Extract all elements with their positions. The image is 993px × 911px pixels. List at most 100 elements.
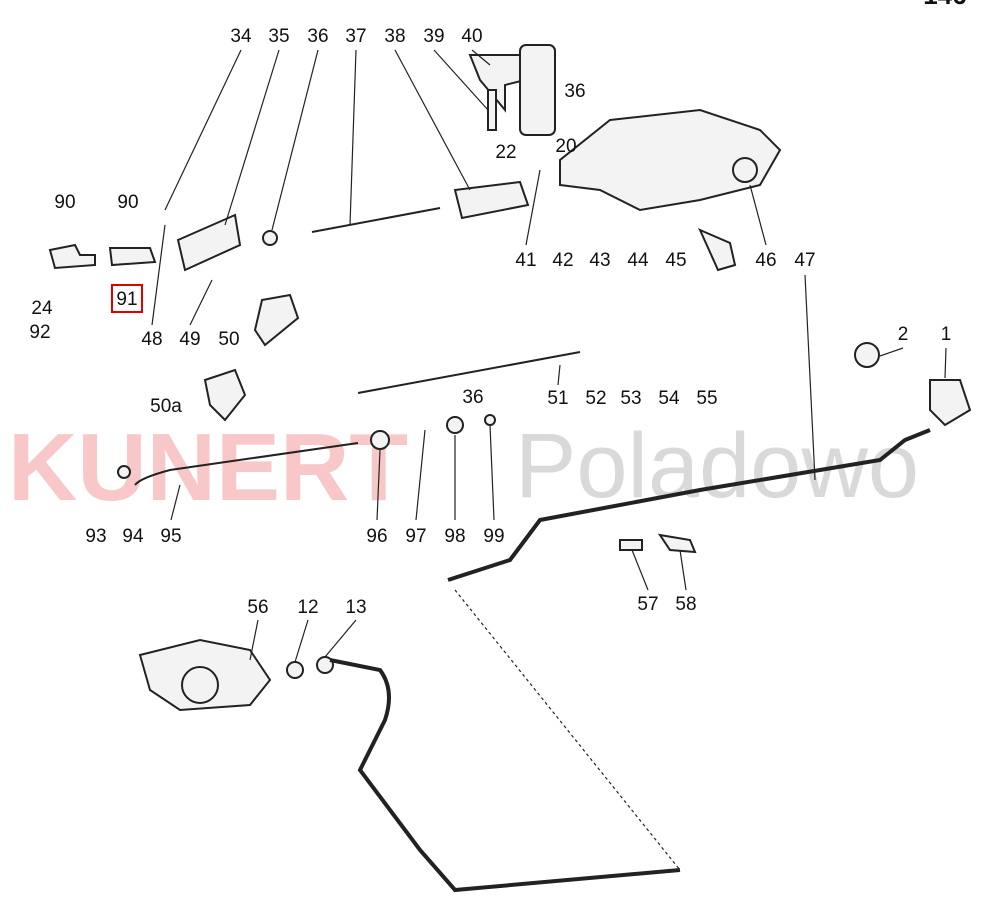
callout-label: 34 xyxy=(230,26,252,47)
callout-label: 35 xyxy=(268,26,289,47)
callout-label: 57 xyxy=(637,594,658,615)
callout-label: 94 xyxy=(122,526,144,547)
parts xyxy=(48,44,972,893)
leader-line xyxy=(170,484,181,521)
callout-label: 2 xyxy=(898,324,909,345)
leader-line xyxy=(879,347,904,357)
callout-label: 47 xyxy=(794,250,815,271)
callout-label: 36 xyxy=(307,26,328,47)
callout-label: 40 xyxy=(461,26,482,47)
callout-label: 37 xyxy=(345,26,366,47)
callout-label: 92 xyxy=(29,322,50,343)
callout-label-highlighted: 91 xyxy=(116,289,137,310)
callout-label: 97 xyxy=(405,526,426,547)
callout-label: 96 xyxy=(366,526,387,547)
callout-label: 38 xyxy=(384,26,405,47)
callout-label: 90 xyxy=(117,192,138,213)
leader-lines xyxy=(151,49,947,663)
highlight-box-91 xyxy=(111,284,143,313)
clip-58 xyxy=(657,533,697,554)
leader-line xyxy=(164,49,242,211)
leader-line xyxy=(249,619,259,661)
bracket-90-left xyxy=(48,243,96,270)
callout-label: 39 xyxy=(423,26,444,47)
callout-label: 58 xyxy=(675,594,696,615)
hose-pipe xyxy=(329,658,681,893)
callout-label: 99 xyxy=(483,526,504,547)
callout-label: 1 xyxy=(941,324,952,345)
callout-label: 54 xyxy=(658,388,680,409)
callout-labels: 34 35 36 37 38 39 40 36 20 22 90 90 41 4… xyxy=(29,26,951,618)
callout-label: 95 xyxy=(160,526,181,547)
clip-50 xyxy=(253,293,300,347)
leader-line xyxy=(394,49,471,191)
nut-2 xyxy=(854,342,880,368)
bolt-45 xyxy=(698,228,737,272)
leader-line xyxy=(294,619,309,663)
leader-line xyxy=(557,364,561,386)
washer-94 xyxy=(117,465,131,479)
callout-label: 12 xyxy=(297,597,318,618)
nut-36 xyxy=(262,230,278,246)
lever-38 xyxy=(453,180,530,220)
callout-label: 51 xyxy=(547,388,568,409)
callout-label: 44 xyxy=(627,250,649,271)
callout-label: 22 xyxy=(495,142,516,163)
plate-38a xyxy=(519,44,556,136)
leader-line xyxy=(189,279,213,326)
watermark: KUNERT Poladowo xyxy=(8,414,919,521)
leader-line xyxy=(271,49,319,231)
rod-37 xyxy=(311,207,441,233)
leader-line xyxy=(489,424,495,521)
callout-label: 53 xyxy=(620,388,641,409)
leader-line xyxy=(349,49,357,226)
callout-label: 55 xyxy=(696,388,717,409)
leader-line xyxy=(804,274,816,481)
leader-line xyxy=(944,347,947,379)
collar-96 xyxy=(370,430,390,450)
callout-label: 93 xyxy=(85,526,106,547)
brake-valve-46 xyxy=(559,108,782,212)
callout-label: 24 xyxy=(31,298,53,319)
leader-line xyxy=(151,224,166,326)
callout-label: 36 xyxy=(564,81,585,102)
leader-line xyxy=(433,49,489,111)
washer-99 xyxy=(484,414,496,426)
callout-label: 90 xyxy=(54,192,75,213)
leader-line xyxy=(376,449,381,521)
leader-line xyxy=(525,169,541,246)
callout-label: 48 xyxy=(141,329,162,350)
callout-label: 42 xyxy=(552,250,573,271)
callout-label: 98 xyxy=(444,526,465,547)
leader-line xyxy=(224,49,280,226)
callout-label: 52 xyxy=(585,388,606,409)
bracket-90-right xyxy=(108,247,157,267)
leader-line xyxy=(324,619,357,658)
bracket-50a xyxy=(203,368,247,422)
bracket-35 xyxy=(176,213,242,272)
callout-label: 41 xyxy=(515,250,536,271)
nut-98 xyxy=(446,416,464,434)
coupling-cap xyxy=(181,666,219,704)
leader-line xyxy=(749,184,767,246)
rod-95 xyxy=(134,442,359,486)
watermark-brand: KUNERT xyxy=(8,414,408,521)
page-number: 146 xyxy=(923,0,966,10)
cable-51 xyxy=(357,351,581,394)
fitting-1 xyxy=(929,379,972,427)
fitting-12 xyxy=(286,661,304,679)
callout-label: 20 xyxy=(555,136,576,157)
callout-label: 45 xyxy=(665,250,686,271)
valve-port xyxy=(732,157,758,183)
dashed-connection xyxy=(454,589,681,871)
watermark-suffix: Poladowo xyxy=(515,415,919,517)
callout-label: 36 xyxy=(462,387,483,408)
leader-line xyxy=(631,549,649,591)
sleeve-57 xyxy=(619,539,643,551)
callout-label: 13 xyxy=(345,597,366,618)
leader-line xyxy=(471,49,491,66)
callout-label: 46 xyxy=(755,250,776,271)
bracket-40 xyxy=(468,54,527,113)
